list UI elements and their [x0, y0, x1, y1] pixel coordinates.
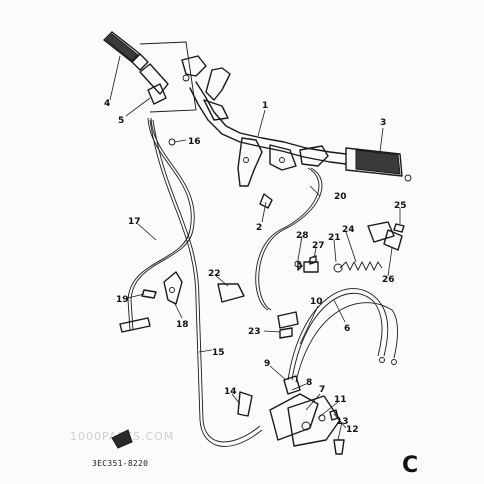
callout-19: 19	[116, 295, 129, 305]
callout-28: 28	[296, 231, 309, 241]
callout-1: 1	[262, 101, 268, 111]
handlebar	[182, 67, 347, 187]
callout-25: 25	[394, 201, 407, 211]
callout-7: 7	[319, 385, 325, 395]
right-grip	[345, 147, 412, 182]
callout-5: 5	[118, 116, 124, 126]
throttle-housing	[139, 41, 197, 113]
callout-18: 18	[176, 320, 189, 330]
callout-2: 2	[256, 223, 262, 233]
callout-21: 21	[328, 233, 341, 243]
cable-runs	[127, 117, 398, 447]
callout-11: 11	[334, 395, 347, 405]
callout-13: 13	[336, 417, 349, 427]
callout-26: 26	[382, 275, 395, 285]
callout-6: 6	[344, 324, 350, 334]
callout-16: 16	[188, 137, 201, 147]
callout-17: 17	[128, 217, 141, 227]
callout-9: 9	[264, 359, 270, 369]
callout-23: 23	[248, 327, 261, 337]
callout-3: 3	[380, 118, 386, 128]
callout-27: 27	[312, 241, 325, 251]
callout-15: 15	[212, 348, 225, 358]
callout-4: 4	[104, 99, 110, 109]
small-hardware	[111, 221, 405, 455]
callout-10: 10	[310, 297, 323, 307]
callout-20: 20	[334, 192, 347, 202]
callout-labels: 1 2 3 4 5 6 7 8 9 10 11 12 13 14 15 16 1…	[104, 99, 407, 435]
left-grip	[103, 31, 149, 71]
callout-14: 14	[224, 387, 237, 397]
leader-lines	[109, 55, 401, 441]
callout-8: 8	[306, 378, 312, 388]
callout-24: 24	[342, 225, 355, 235]
callout-22: 22	[208, 269, 221, 279]
callout-12: 12	[346, 425, 359, 435]
section-letter: C	[402, 453, 418, 478]
drawing-code: 3EC351-8220	[92, 459, 148, 468]
